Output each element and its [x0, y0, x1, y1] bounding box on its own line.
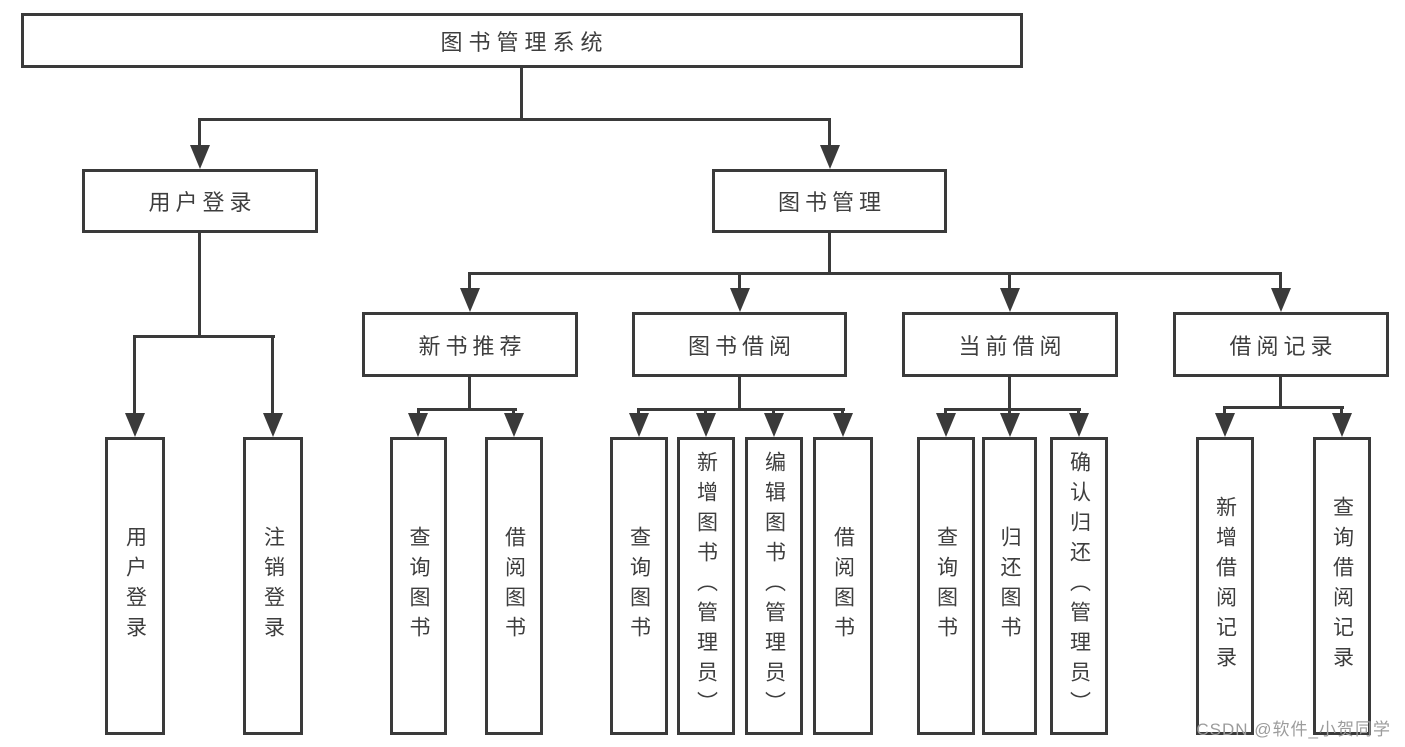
leaf-user-login: 用户登录 [105, 437, 165, 735]
leaf-query-borrow-record: 查询借阅记录 [1313, 437, 1371, 735]
arrow-to-query-current [936, 413, 956, 437]
leaf-logout-label: 注销登录 [261, 526, 285, 646]
connector-drop-book-management [828, 118, 831, 148]
node-root-label: 图书管理系统 [440, 29, 609, 55]
connector-drop-user-login [198, 118, 201, 148]
leaf-borrow-books-recommend-label: 借阅图书 [502, 526, 526, 646]
leaf-borrow-books: 借阅图书 [813, 437, 873, 735]
leaf-query-borrow-record-label: 查询借阅记录 [1330, 496, 1354, 676]
node-root: 图书管理系统 [21, 13, 1023, 68]
connector-new-book-branch [417, 408, 517, 411]
arrow-to-current-borrowing [1000, 288, 1020, 312]
leaf-query-books-recommend-label: 查询图书 [407, 526, 430, 646]
arrow-to-book-management [820, 145, 840, 169]
leaf-edit-books-admin-label: 编辑图书（管理员） [762, 451, 786, 721]
connector-drop-edit-books [772, 408, 775, 416]
connector-root-branch [198, 118, 831, 121]
connector-drop-borrowing-records [1279, 272, 1282, 290]
connector-drop-query-borrowing [637, 408, 640, 416]
connector-user-login-branch [133, 335, 275, 338]
node-current-borrowing: 当前借阅 [902, 312, 1118, 377]
leaf-add-borrow-record-label: 新增借阅记录 [1213, 496, 1237, 676]
leaf-add-books-admin-label: 新增图书（管理员） [694, 451, 718, 721]
leaf-borrow-books-recommend: 借阅图书 [485, 437, 543, 735]
node-user-login: 用户登录 [82, 169, 318, 233]
leaf-query-books-current-label: 查询图书 [934, 526, 958, 646]
arrow-to-borrow-books [833, 413, 853, 437]
arrow-to-confirm-return [1069, 413, 1089, 437]
connector-drop-return-books [1008, 408, 1011, 416]
connector-book-management-stem [828, 233, 831, 275]
arrow-to-query-recommend [408, 413, 428, 437]
arrow-to-return-books [1000, 413, 1020, 437]
connector-book-borrowing-stem [738, 377, 741, 411]
connector-drop-confirm-return [1077, 408, 1080, 416]
leaf-query-books-borrowing-label: 查询图书 [627, 526, 651, 646]
leaf-confirm-return-admin: 确认归还（管理员） [1050, 437, 1108, 735]
leaf-query-books-current: 查询图书 [917, 437, 975, 735]
arrow-to-book-borrowing [730, 288, 750, 312]
connector-book-management-branch [468, 272, 1282, 275]
connector-root-stem [520, 68, 523, 121]
connector-drop-add-books [704, 408, 707, 416]
connector-user-login-stem [198, 233, 201, 338]
leaf-add-books-admin: 新增图书（管理员） [677, 437, 735, 735]
connector-drop-query-recommend [417, 408, 420, 416]
leaf-user-login-label: 用户登录 [123, 526, 147, 646]
connector-drop-current-borrowing [1008, 272, 1011, 290]
connector-drop-leaf-logout [271, 335, 274, 415]
arrow-to-add-books [696, 413, 716, 437]
node-new-book-recommend: 新书推荐 [362, 312, 578, 377]
node-book-borrowing-label: 图书借阅 [687, 333, 796, 359]
connector-new-book-stem [468, 377, 471, 411]
node-new-book-recommend-label: 新书推荐 [418, 333, 527, 359]
leaf-confirm-return-admin-label: 确认归还（管理员） [1067, 451, 1091, 721]
node-current-borrowing-label: 当前借阅 [958, 333, 1067, 359]
leaf-borrow-books-label: 借阅图书 [831, 526, 855, 646]
connector-book-borrowing-branch [637, 408, 845, 411]
node-borrowing-records: 借阅记录 [1173, 312, 1389, 377]
node-user-login-label: 用户登录 [148, 190, 257, 215]
connector-records-branch [1223, 406, 1344, 409]
connector-drop-query-record [1340, 406, 1343, 416]
arrow-to-query-borrowing [629, 413, 649, 437]
leaf-return-books-label: 归还图书 [998, 526, 1021, 646]
connector-drop-borrow-recommend [512, 408, 515, 416]
leaf-query-books-recommend: 查询图书 [390, 437, 447, 735]
arrow-to-edit-books [764, 413, 784, 437]
node-book-management: 图书管理 [712, 169, 947, 233]
arrow-to-add-record [1215, 413, 1235, 437]
connector-drop-book-borrowing [738, 272, 741, 290]
connector-current-branch [944, 408, 1081, 411]
arrow-to-new-book-recommend [460, 288, 480, 312]
connector-drop-query-current [944, 408, 947, 416]
arrow-to-borrow-recommend [504, 413, 524, 437]
arrow-to-user-login [190, 145, 210, 169]
arrow-to-query-record [1332, 413, 1352, 437]
watermark: CSDN @软件_小贺同学 [1196, 720, 1391, 739]
connector-records-stem [1279, 377, 1282, 408]
leaf-add-borrow-record: 新增借阅记录 [1196, 437, 1254, 735]
node-borrowing-records-label: 借阅记录 [1229, 333, 1338, 359]
leaf-return-books: 归还图书 [982, 437, 1037, 735]
leaf-logout: 注销登录 [243, 437, 303, 735]
connector-drop-new-book-recommend [468, 272, 471, 290]
node-book-management-label: 图书管理 [777, 190, 886, 215]
leaf-edit-books-admin: 编辑图书（管理员） [745, 437, 803, 735]
leaf-query-books-borrowing: 查询图书 [610, 437, 668, 735]
connector-drop-leaf-user-login [133, 335, 136, 415]
arrow-to-borrowing-records [1271, 288, 1291, 312]
connector-current-stem [1008, 377, 1011, 411]
arrow-to-leaf-logout [263, 413, 283, 437]
connector-drop-borrow-books [841, 408, 844, 416]
connector-drop-add-record [1223, 406, 1226, 416]
arrow-to-leaf-user-login [125, 413, 145, 437]
node-book-borrowing: 图书借阅 [632, 312, 847, 377]
